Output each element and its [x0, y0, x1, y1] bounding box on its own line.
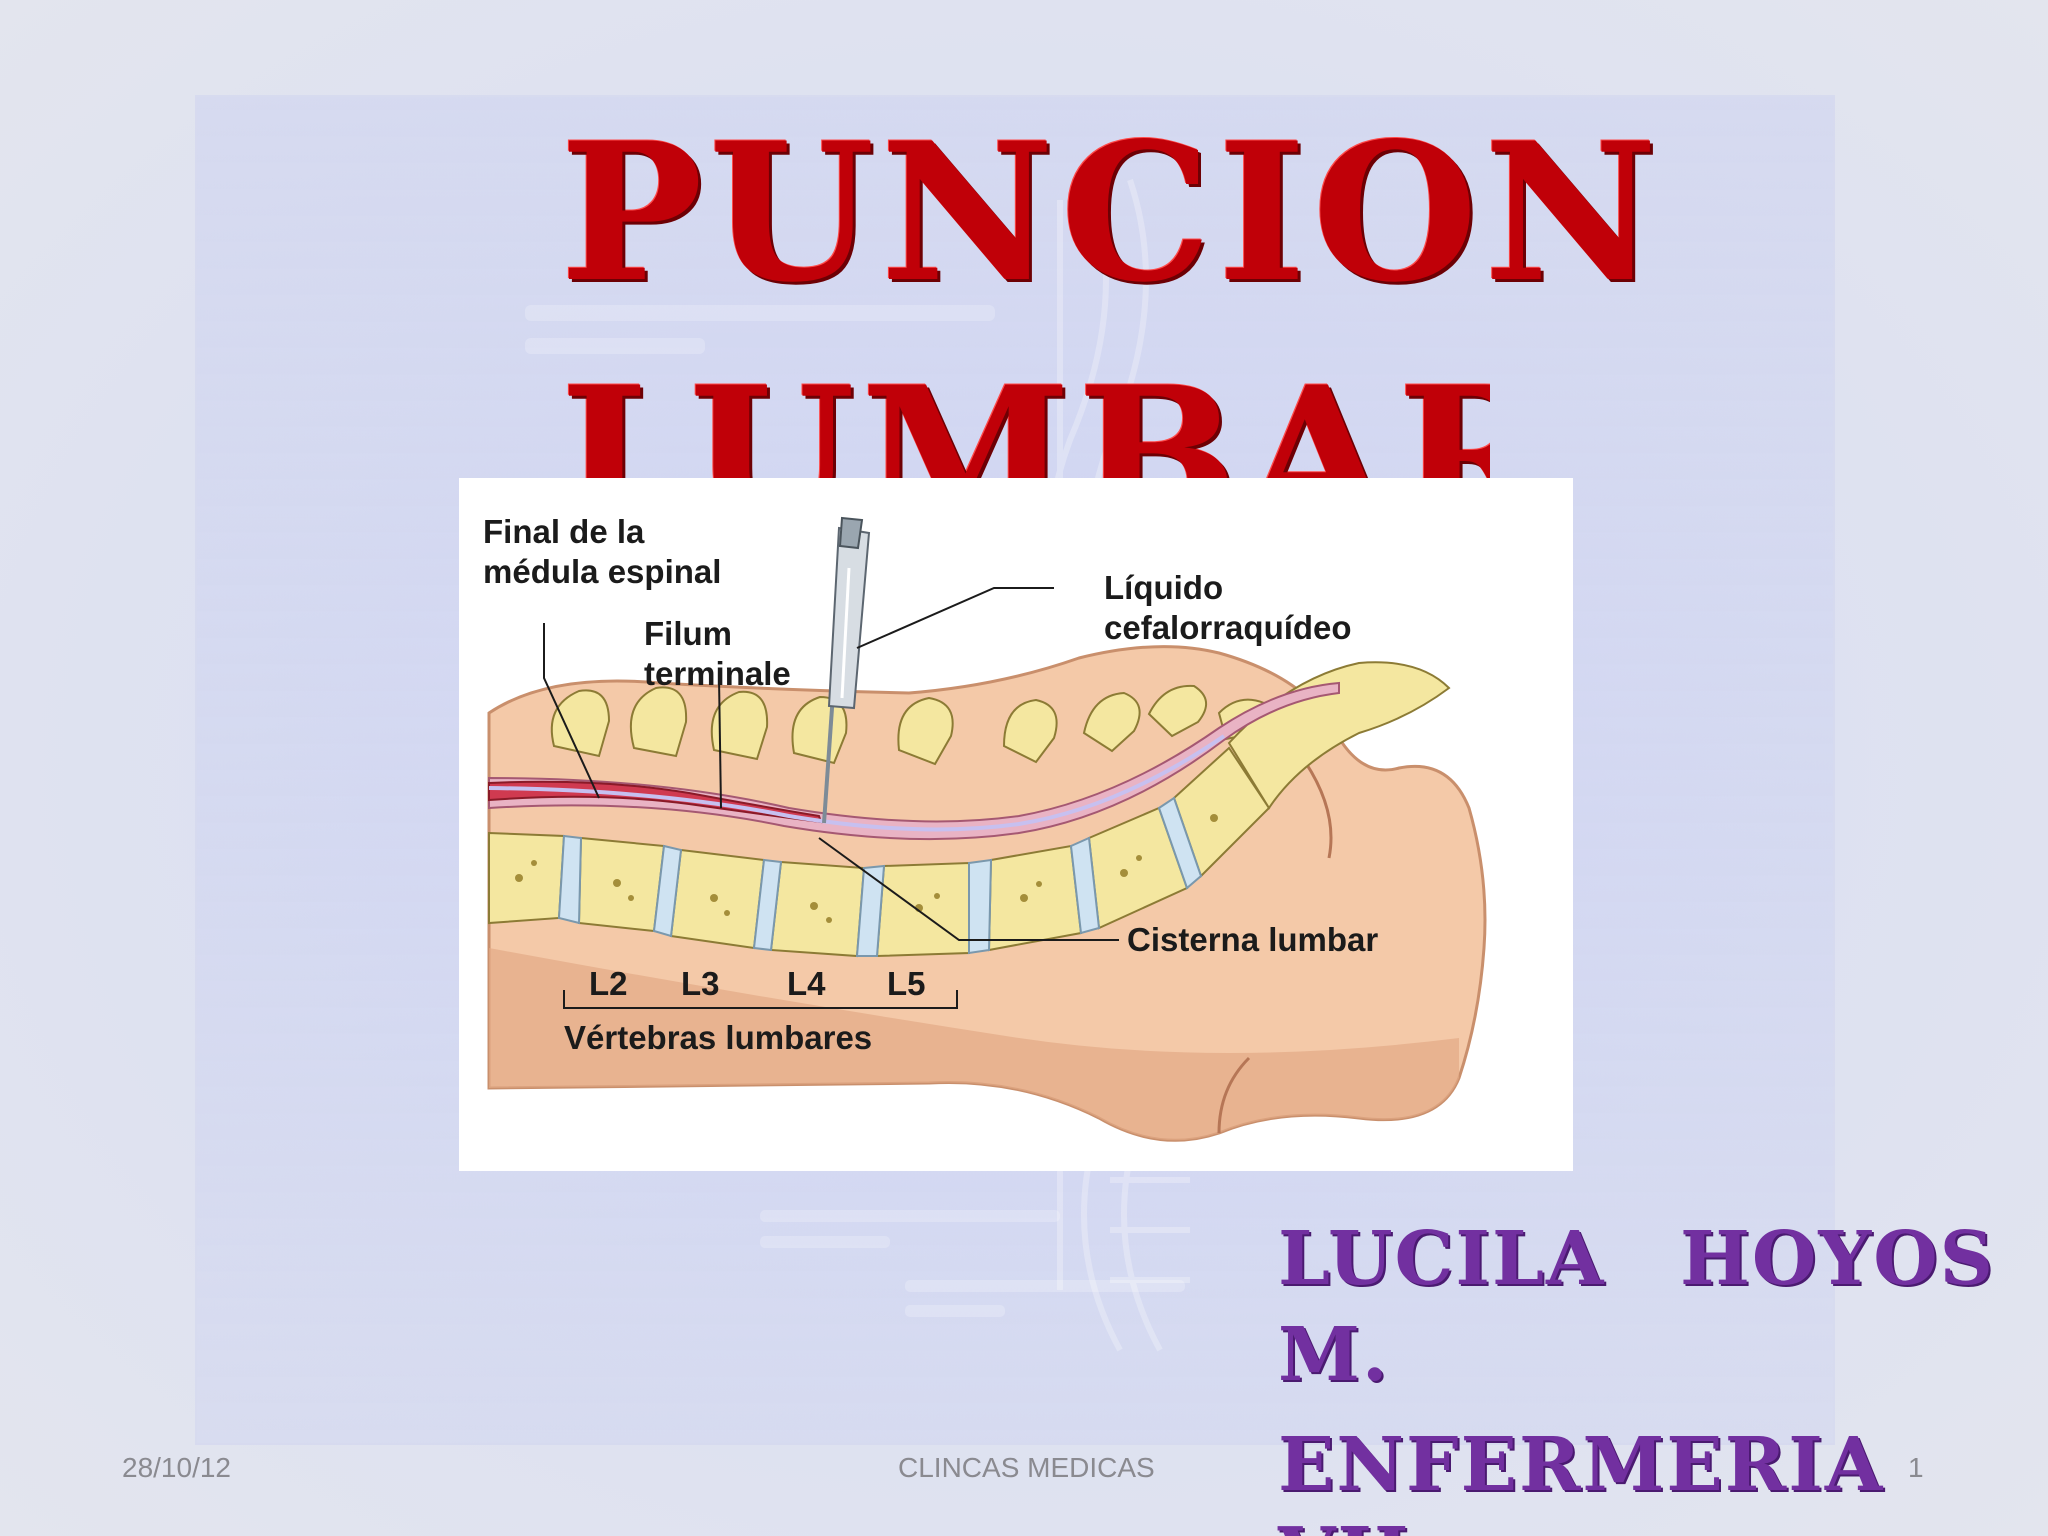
label-l3: L3	[681, 965, 720, 1002]
label-final-medula-line-1: Final de la	[483, 513, 645, 550]
label-cisterna-lumbar: Cisterna lumbar	[1127, 921, 1379, 958]
label-l2: L2	[589, 965, 628, 1002]
buttock-crease	[1217, 1056, 1251, 1134]
spinal-needle	[822, 516, 871, 824]
body-shade	[489, 948, 1459, 1141]
diagram-illustration	[487, 516, 1487, 1142]
label-vertebras-lumbares: Vértebras lumbares	[564, 1019, 873, 1056]
label-l5: L5	[887, 965, 926, 1002]
leader-lines	[543, 587, 1119, 1009]
label-l4: L4	[787, 965, 826, 1002]
vertebral-body-texture	[515, 814, 1218, 923]
intervertebral-discs	[557, 796, 1203, 957]
label-liquido-line-1: Líquido	[1104, 569, 1224, 606]
csf-layer	[488, 734, 1226, 832]
lumbar-puncture-diagram: Final de la médula espinal Filum termina…	[459, 478, 1573, 1171]
author-surname: HOYOS	[1680, 1216, 1996, 1302]
author-program-continued: VII	[1278, 1518, 1411, 1536]
label-liquido-line-2: cefalorraquídeo	[1104, 609, 1352, 646]
author-program: ENFERMERIA	[1278, 1422, 1885, 1508]
label-final-medula-line-2: médula espinal	[483, 553, 722, 590]
footer-date: 28/10/12	[122, 1452, 231, 1483]
label-filum-line-1: Filum	[644, 615, 732, 652]
author-initial: M.	[1278, 1312, 1390, 1398]
slide-title-line-1: PUNCION	[560, 101, 1664, 324]
label-filum-line-2: terminale	[644, 655, 791, 692]
slide-title-line-2: LUMBAR	[560, 362, 1490, 482]
author-first-name: LUCILA	[1278, 1216, 1606, 1302]
footer-page-number: 1	[1908, 1452, 1924, 1483]
spinous-processes	[550, 684, 1271, 766]
footer-center-text: CLINCAS MEDICAS	[898, 1452, 1155, 1483]
